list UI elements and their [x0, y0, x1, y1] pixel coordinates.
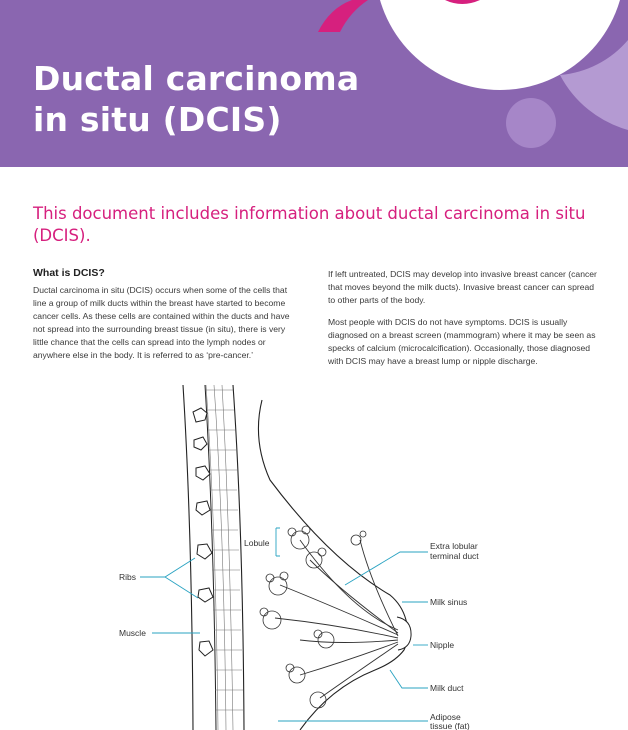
right-paragraph-1: If left untreated, DCIS may develop into… — [328, 269, 597, 305]
label-extra-lobular-2: terminal duct — [430, 551, 479, 561]
rib-shape — [197, 587, 214, 603]
breast-outline — [257, 399, 409, 730]
label-ribs: Ribs — [119, 572, 136, 582]
label-lobule: Lobule — [244, 538, 270, 548]
label-adipose-2: tissue (fat) — [430, 721, 470, 730]
rib-shapes — [192, 407, 214, 657]
nipple-shape — [396, 616, 412, 651]
intro-statement: This document includes information about… — [33, 204, 586, 245]
lilac-dot-shape — [506, 98, 556, 148]
muscle-striations — [205, 384, 243, 730]
label-milk-duct: Milk duct — [430, 683, 464, 693]
lilac-arc-shape — [560, 40, 628, 130]
pink-arc-shape — [445, 0, 480, 4]
rib-shape — [192, 407, 208, 423]
white-circle-shape — [380, 0, 620, 90]
right-paragraph-2: Most people with DCIS do not have sympto… — [328, 317, 596, 366]
label-nipple: Nipple — [430, 640, 454, 650]
label-adipose-1: Adipose — [430, 712, 461, 722]
rib-column-edge — [204, 384, 217, 730]
label-muscle: Muscle — [119, 628, 146, 638]
rib-shape — [193, 436, 208, 451]
label-milk-sinus: Milk sinus — [430, 597, 467, 607]
pink-swoosh-shape — [318, 0, 368, 32]
milk-ducts — [274, 539, 399, 699]
page-title: Ductal carcinoma in situ (DCIS) — [33, 58, 359, 140]
title-line-1: Ductal carcinoma — [33, 59, 360, 98]
section-heading: What is DCIS? — [33, 267, 105, 279]
leader-lines — [140, 527, 428, 722]
lobules — [259, 525, 367, 709]
rib-shape — [196, 543, 213, 560]
header-banner: Ductal carcinoma in situ (DCIS) — [0, 0, 628, 167]
label-extra-lobular-1: Extra lobular — [430, 541, 478, 551]
left-column: What is DCIS? Ductal carcinoma in situ (… — [33, 266, 301, 371]
title-line-2: in situ (DCIS) — [33, 100, 282, 139]
rib-shape — [198, 640, 214, 657]
left-paragraph: Ductal carcinoma in situ (DCIS) occurs w… — [33, 285, 290, 360]
rib-shape — [195, 500, 211, 516]
header-decoration — [318, 0, 628, 148]
chest-wall-outline — [182, 384, 194, 730]
muscle-outer-edge — [232, 384, 245, 730]
right-column: If left untreated, DCIS may develop into… — [328, 268, 598, 377]
breast-anatomy-diagram: Lobule Ribs Muscle Extra lobular termina… — [119, 384, 479, 730]
rib-shape — [195, 465, 211, 481]
